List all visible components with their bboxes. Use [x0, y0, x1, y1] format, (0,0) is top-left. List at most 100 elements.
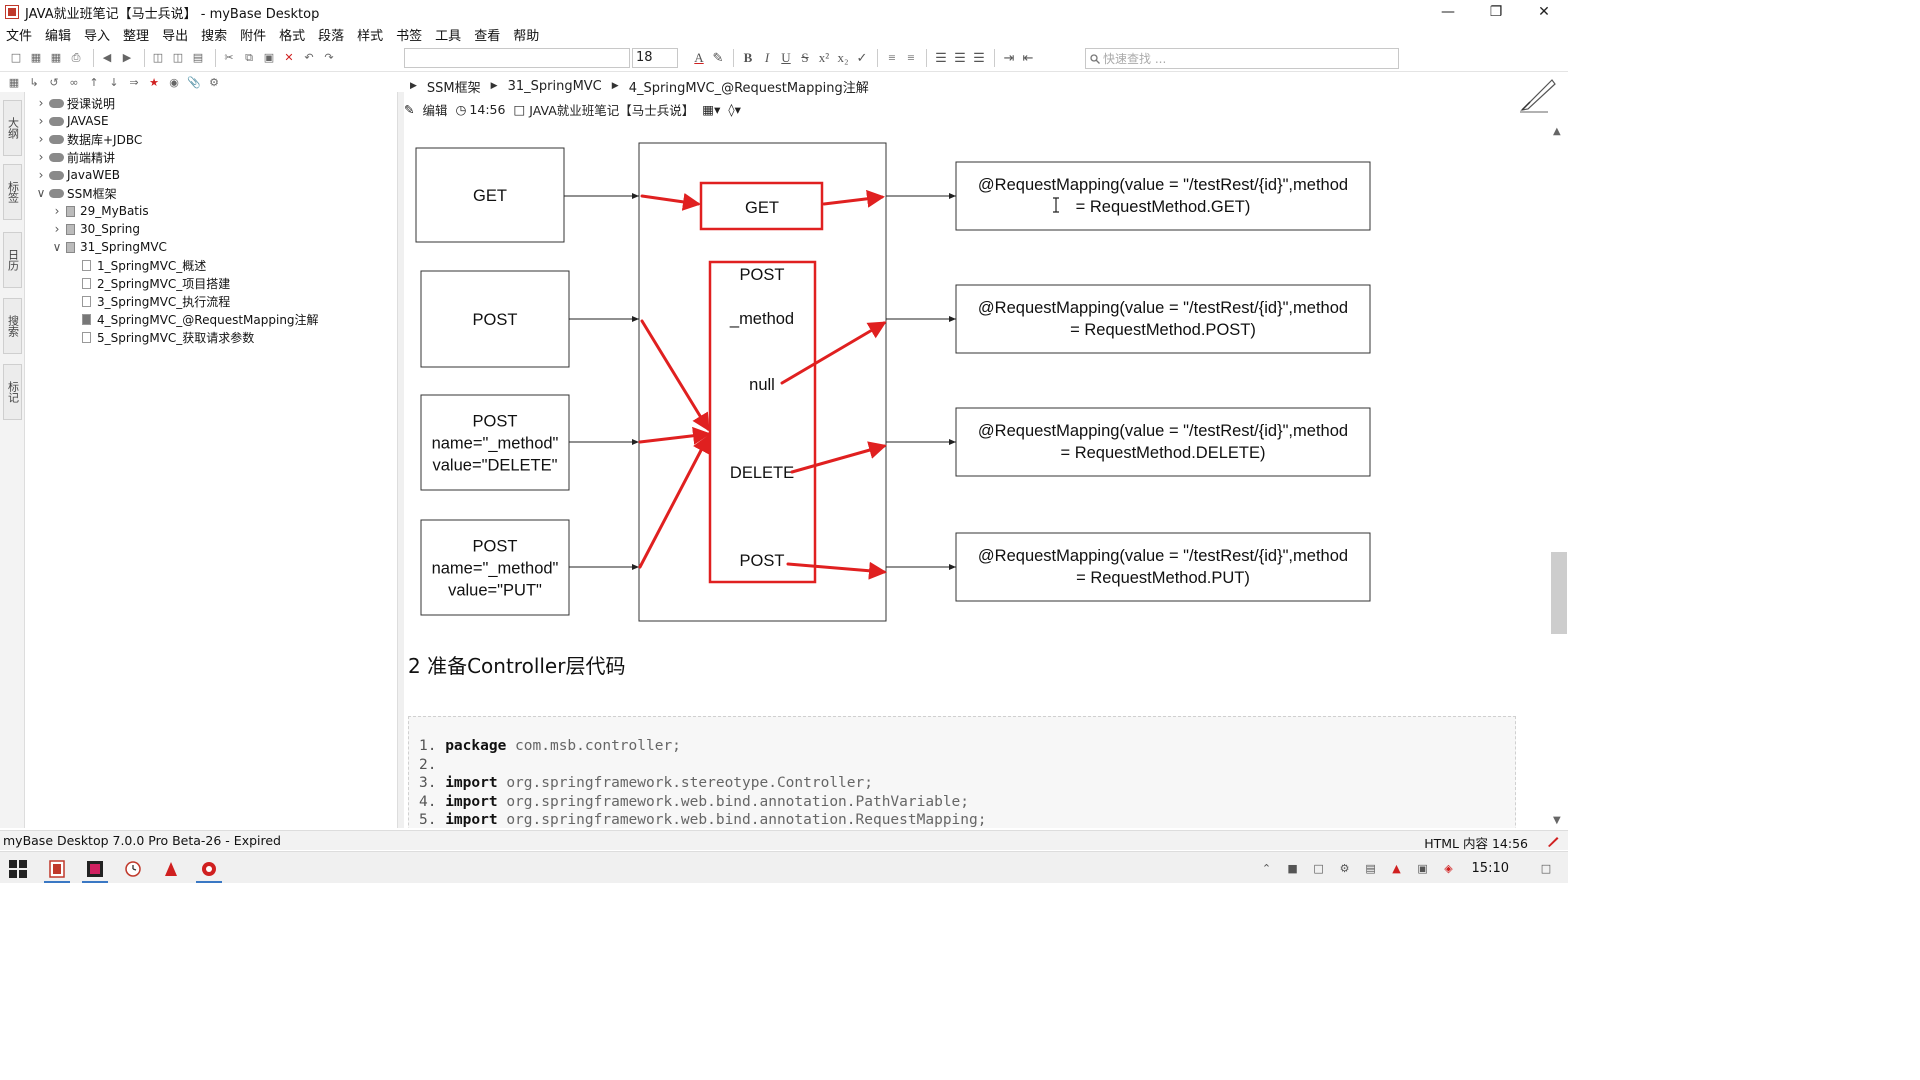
taskbar-app-flag-icon[interactable]	[154, 855, 188, 883]
subscript-icon[interactable]: x₂	[837, 50, 849, 65]
menu-attachments[interactable]: 附件	[240, 28, 267, 44]
chevron-right-icon[interactable]: ›	[38, 96, 44, 110]
tools-icon[interactable]: ⚙	[209, 75, 219, 89]
layout-icon[interactable]: ◫	[152, 51, 164, 64]
restore-button[interactable]: ❐	[1489, 4, 1503, 20]
chevron-right-icon[interactable]: ›	[54, 204, 60, 218]
redo-icon[interactable]: ↷	[324, 51, 334, 64]
tree-item[interactable]: 2_SpringMVC_项目搭建	[66, 274, 230, 292]
forward-icon[interactable]: ▶	[122, 51, 132, 64]
link-icon[interactable]: ∞	[69, 75, 79, 89]
scroll-up-icon[interactable]: ▲	[1553, 126, 1561, 137]
tree-item[interactable]: ›前端精讲	[34, 148, 115, 166]
tree-item[interactable]: ›授课说明	[34, 94, 115, 112]
calendar-icon[interactable]: ▦▾	[702, 101, 721, 117]
tree-item[interactable]: ›JAVASE	[34, 112, 109, 130]
label-icon[interactable]: ◉	[169, 75, 179, 89]
font-family-select[interactable]	[404, 48, 630, 68]
menu-import[interactable]: 导入	[84, 28, 111, 44]
menu-edit[interactable]: 编辑	[45, 28, 72, 44]
move-down-icon[interactable]: ↓	[109, 75, 119, 89]
scrollbar-thumb[interactable]	[1551, 552, 1567, 634]
editor-scrollbar[interactable]	[1550, 124, 1568, 828]
print-icon[interactable]: ⎙	[71, 50, 81, 64]
code-block[interactable]: 1. package com.msb.controller;2. 3. impo…	[408, 716, 1516, 828]
tree-item[interactable]: ›数据库+JDBC	[34, 130, 143, 148]
gear-icon[interactable]: ⚙	[1339, 861, 1350, 875]
clear-format-icon[interactable]: ✓	[856, 50, 868, 65]
numbered-list-icon[interactable]: ≡	[888, 50, 896, 65]
tree-item[interactable]: 5_SpringMVC_获取请求参数	[66, 328, 254, 346]
align-right-icon[interactable]: ☰	[973, 50, 985, 65]
edit-label[interactable]: 编辑	[422, 102, 448, 118]
scroll-down-icon[interactable]: ▼	[1553, 815, 1561, 826]
bullet-list-icon[interactable]: ≡	[907, 50, 915, 65]
indent-tree-icon[interactable]: ⇒	[129, 75, 139, 89]
superscript-icon[interactable]: x²	[818, 50, 830, 65]
tree-item[interactable]: ∨31_SpringMVC	[50, 238, 167, 256]
tray-app-icon[interactable]: ■	[1287, 861, 1298, 875]
menu-tools[interactable]: 工具	[435, 28, 462, 44]
taskbar-clock[interactable]: 15:10	[1471, 860, 1509, 876]
chevron-down-icon[interactable]: ∨	[36, 186, 46, 200]
quick-search-input[interactable]: 快速查找 ...	[1085, 48, 1399, 69]
tree-item[interactable]: ›30_Spring	[50, 220, 140, 238]
cut-icon[interactable]: ✂	[224, 51, 234, 64]
taskbar-app-recorder-icon[interactable]	[192, 855, 226, 883]
side-tab-calendar[interactable]: 日历	[3, 232, 22, 288]
tree-item[interactable]: 3_SpringMVC_执行流程	[66, 292, 230, 310]
chevron-right-icon[interactable]: ›	[38, 114, 44, 128]
tree-item[interactable]: 1_SpringMVC_概述	[66, 256, 206, 274]
tree-item[interactable]: 4_SpringMVC_@RequestMapping注解	[66, 310, 319, 328]
taskbar-app-idea-icon[interactable]	[78, 855, 112, 883]
side-tab-tags[interactable]: 标签	[3, 164, 22, 220]
chevron-up-icon[interactable]: ⌃	[1261, 861, 1272, 875]
strikethrough-icon[interactable]: S	[801, 50, 809, 65]
tree-item[interactable]: ›29_MyBatis	[50, 202, 149, 220]
back-icon[interactable]: ◀	[102, 51, 112, 64]
italic-icon[interactable]: I	[764, 50, 770, 65]
panel-icon[interactable]: ▤	[192, 51, 204, 64]
chevron-right-icon[interactable]: ›	[38, 132, 44, 146]
side-tab-search[interactable]: 搜索	[3, 298, 22, 354]
underline-icon[interactable]: U	[781, 50, 791, 65]
menu-view[interactable]: 查看	[474, 28, 501, 44]
taskbar-app-clock-icon[interactable]	[116, 855, 150, 883]
menu-help[interactable]: 帮助	[513, 28, 540, 44]
tray-blank-icon[interactable]: □	[1313, 861, 1324, 875]
side-tab-marks[interactable]: 标记	[3, 364, 22, 420]
menu-organize[interactable]: 整理	[123, 28, 150, 44]
menu-paragraph[interactable]: 段落	[318, 28, 345, 44]
tray-red-app-icon[interactable]: ◈	[1444, 861, 1453, 875]
indent-icon[interactable]: ⇥	[1003, 50, 1015, 65]
font-size-select[interactable]: 18	[632, 48, 678, 68]
sibling-icon[interactable]: ↺	[49, 75, 59, 89]
highlight-icon[interactable]: ✎	[712, 50, 724, 65]
chevron-right-icon[interactable]: ›	[38, 150, 44, 164]
paste-icon[interactable]: ▣	[263, 51, 275, 64]
tray-arrow-icon[interactable]: ▲	[1392, 861, 1401, 875]
chevron-right-icon[interactable]: ›	[54, 222, 60, 236]
menu-export[interactable]: 导出	[162, 28, 189, 44]
save-all-icon[interactable]: ▦	[50, 51, 62, 64]
side-tab-outline[interactable]: 大纲	[3, 100, 22, 156]
breadcrumb-item[interactable]: 4_SpringMVC_@RequestMapping注解	[628, 80, 869, 96]
move-up-icon[interactable]: ↑	[89, 75, 99, 89]
outdent-icon[interactable]: ⇤	[1022, 50, 1034, 65]
menu-bookmarks[interactable]: 书签	[396, 28, 423, 44]
tree-item[interactable]: ∨SSM框架	[34, 184, 117, 202]
chevron-right-icon[interactable]: ›	[38, 168, 44, 182]
bold-icon[interactable]: B	[743, 50, 753, 65]
layout-split-icon[interactable]: ◫	[172, 51, 184, 64]
save-icon[interactable]: ▦	[30, 51, 42, 64]
copy-icon[interactable]: ⧉	[245, 50, 253, 64]
display-icon[interactable]: ▣	[1417, 861, 1428, 875]
align-center-icon[interactable]: ☰	[954, 50, 966, 65]
pane-splitter[interactable]	[398, 92, 404, 828]
windows-start-icon[interactable]	[9, 860, 27, 878]
taskbar-app-mybase-icon[interactable]	[40, 855, 74, 883]
menu-format[interactable]: 格式	[279, 28, 306, 44]
menu-file[interactable]: 文件	[6, 28, 33, 44]
minimize-button[interactable]: —	[1441, 4, 1455, 20]
